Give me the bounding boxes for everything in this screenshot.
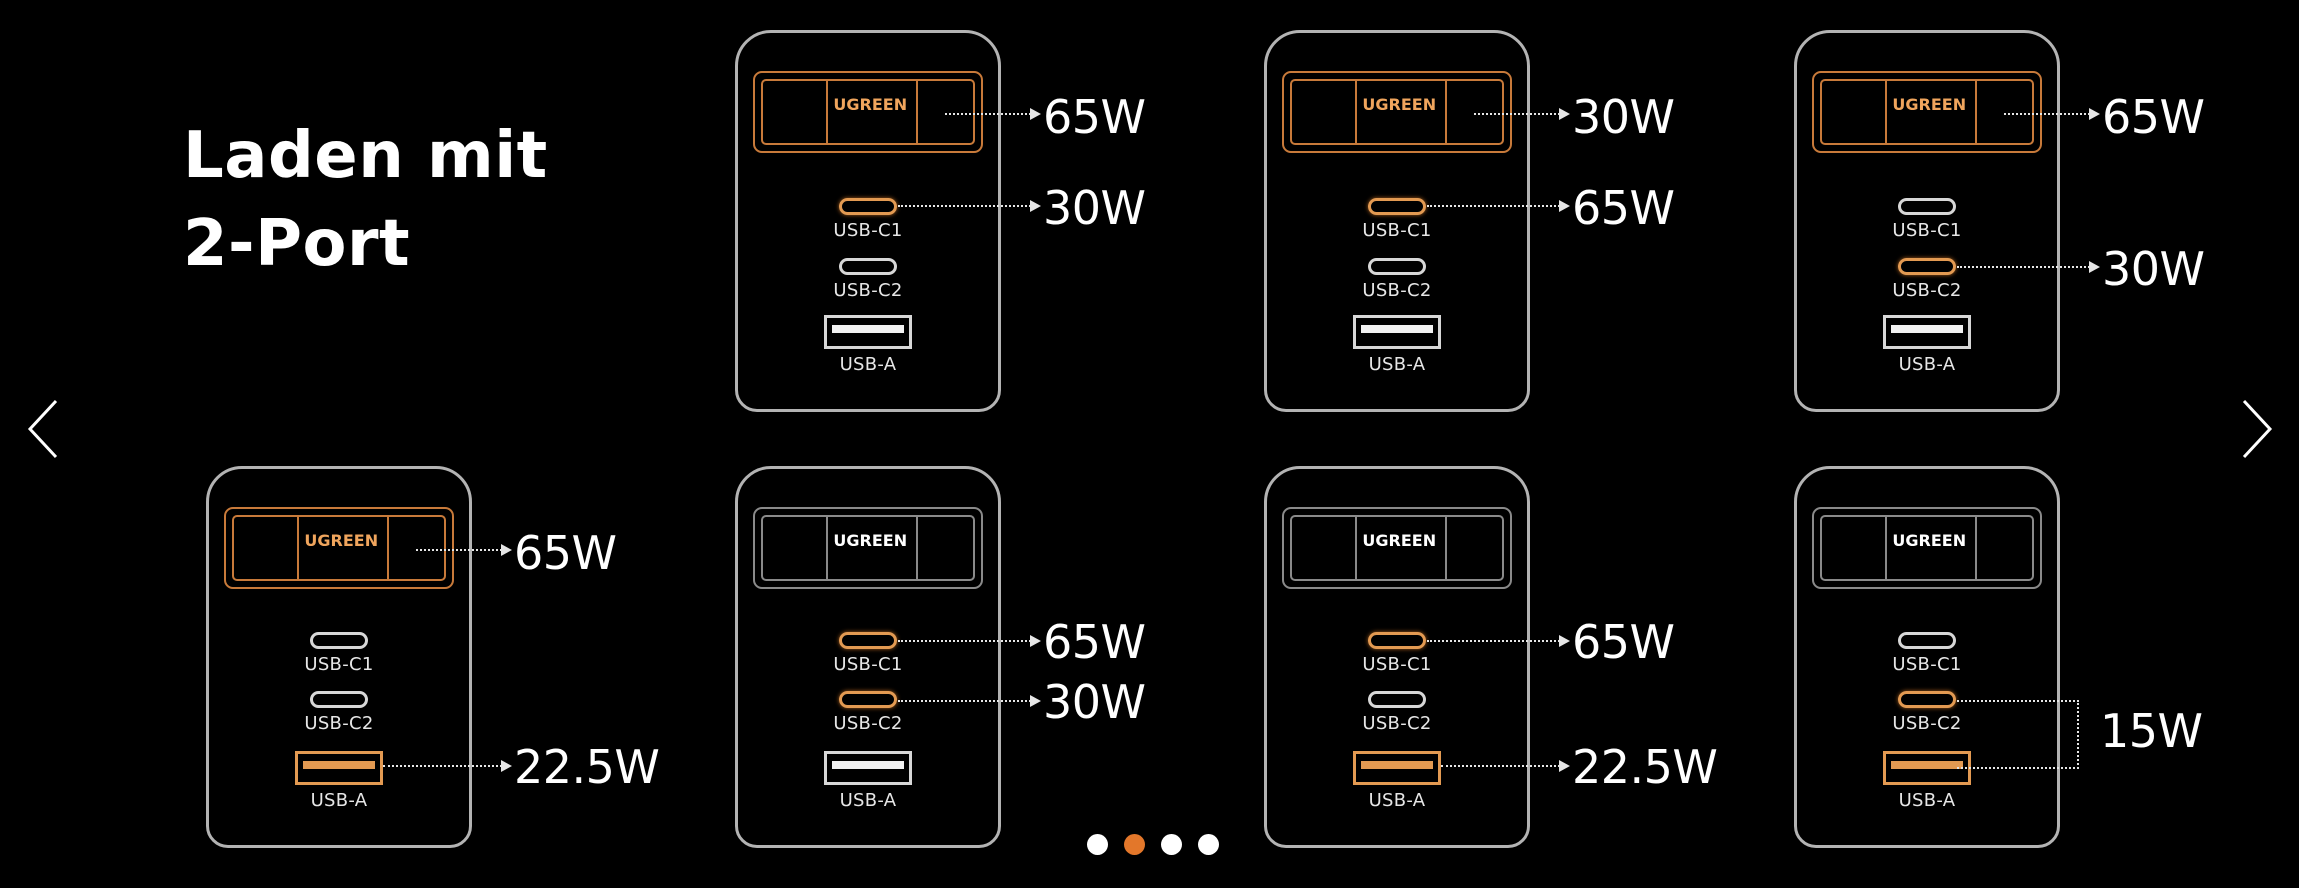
usb-c1-port: USB-C1 bbox=[1267, 198, 1527, 241]
brand-label: UGREEN bbox=[1362, 531, 1437, 550]
charger-config-5: UGREEN USB-C1 USB-C2 USB-A bbox=[735, 466, 1001, 848]
watt-label: 65W bbox=[2102, 90, 2205, 144]
charger-top-port: UGREEN bbox=[1282, 71, 1512, 153]
usb-c2-port: USB-C2 bbox=[209, 691, 469, 734]
charger-config-2: UGREEN USB-C1 USB-C2 USB-A bbox=[1264, 30, 1530, 412]
usb-c1-port: USB-C1 bbox=[1797, 198, 2057, 241]
pagination-dot-1[interactable] bbox=[1087, 834, 1108, 855]
charger-top-port: UGREEN bbox=[1282, 507, 1512, 589]
charger-config-1: UGREEN USB-C1 USB-C2 USB-A bbox=[735, 30, 1001, 412]
usb-c1-port: USB-C1 bbox=[738, 632, 998, 675]
charger-config-3: UGREEN USB-C1 USB-C2 USB-A bbox=[1794, 30, 2060, 412]
watt-label: 65W bbox=[1043, 90, 1146, 144]
usb-c1-port: USB-C1 bbox=[1267, 632, 1527, 675]
usb-a-port: USB-A bbox=[1267, 315, 1527, 375]
usb-c2-port: USB-C2 bbox=[738, 258, 998, 301]
usb-a-port: USB-A bbox=[1267, 751, 1527, 811]
usb-c1-port: USB-C1 bbox=[1797, 632, 2057, 675]
usb-c2-port: USB-C2 bbox=[1797, 691, 2057, 734]
watt-label: 22.5W bbox=[1572, 740, 1718, 794]
power-arrow bbox=[2004, 108, 2100, 120]
power-arrow bbox=[1427, 200, 1570, 212]
brand-label: UGREEN bbox=[833, 531, 908, 550]
usb-a-port: USB-A bbox=[738, 751, 998, 811]
power-arrow bbox=[1957, 261, 2100, 273]
power-arrow bbox=[898, 695, 1041, 707]
watt-label: 30W bbox=[1572, 90, 1675, 144]
charger-top-port: UGREEN bbox=[1812, 507, 2042, 589]
brand-label: UGREEN bbox=[1362, 95, 1437, 114]
brand-label: UGREEN bbox=[1892, 95, 1967, 114]
chevron-left-icon bbox=[27, 399, 58, 459]
watt-label: 15W bbox=[2100, 704, 2203, 758]
power-arrow bbox=[1441, 760, 1570, 772]
usb-c2-port: USB-C2 bbox=[1267, 258, 1527, 301]
usb-a-port: USB-A bbox=[1797, 751, 2057, 811]
prev-slide-button[interactable] bbox=[26, 398, 60, 460]
charger-config-6: UGREEN USB-C1 USB-C2 USB-A bbox=[1264, 466, 1530, 848]
watt-label: 22.5W bbox=[514, 740, 660, 794]
charger-top-port: UGREEN bbox=[1812, 71, 2042, 153]
usb-c1-port: USB-C1 bbox=[738, 198, 998, 241]
watt-label: 65W bbox=[1043, 615, 1146, 669]
pagination-dot-3[interactable] bbox=[1161, 834, 1182, 855]
charger-top-port: UGREEN bbox=[224, 507, 454, 589]
usb-a-port: USB-A bbox=[209, 751, 469, 811]
usb-a-port: USB-A bbox=[738, 315, 998, 375]
brand-label: UGREEN bbox=[1892, 531, 1967, 550]
power-arrow bbox=[898, 200, 1041, 212]
charger-top-port: UGREEN bbox=[753, 71, 983, 153]
power-arrow bbox=[898, 635, 1041, 647]
charger-top-port: UGREEN bbox=[753, 507, 983, 589]
watt-label: 65W bbox=[514, 526, 617, 580]
pagination-dot-2[interactable] bbox=[1124, 834, 1145, 855]
charger-config-7: UGREEN USB-C1 USB-C2 USB-A bbox=[1794, 466, 2060, 848]
power-arrow bbox=[1474, 108, 1570, 120]
power-arrow bbox=[945, 108, 1041, 120]
pagination-dot-4[interactable] bbox=[1198, 834, 1219, 855]
usb-c1-port: USB-C1 bbox=[209, 632, 469, 675]
watt-label: 30W bbox=[1043, 181, 1146, 235]
chevron-right-icon bbox=[2242, 399, 2273, 459]
watt-label: 30W bbox=[2102, 242, 2205, 296]
watt-label: 30W bbox=[1043, 675, 1146, 729]
usb-c2-port: USB-C2 bbox=[738, 691, 998, 734]
slide-headline: Laden mit 2-Port bbox=[183, 112, 548, 288]
usb-c2-port: USB-C2 bbox=[1267, 691, 1527, 734]
headline-line-1: Laden mit bbox=[183, 119, 548, 193]
charger-config-4: UGREEN USB-C1 USB-C2 USB-A bbox=[206, 466, 472, 848]
next-slide-button[interactable] bbox=[2240, 398, 2274, 460]
combined-power-bracket bbox=[1957, 700, 2079, 769]
usb-a-port: USB-A bbox=[1797, 315, 2057, 375]
headline-line-2: 2-Port bbox=[183, 207, 411, 281]
power-arrow bbox=[383, 760, 512, 772]
usb-c2-port: USB-C2 bbox=[1797, 258, 2057, 301]
watt-label: 65W bbox=[1572, 615, 1675, 669]
power-arrow bbox=[416, 544, 512, 556]
carousel-pagination bbox=[1087, 834, 1219, 855]
brand-label: UGREEN bbox=[833, 95, 908, 114]
watt-label: 65W bbox=[1572, 181, 1675, 235]
brand-label: UGREEN bbox=[304, 531, 379, 550]
power-arrow bbox=[1427, 635, 1570, 647]
